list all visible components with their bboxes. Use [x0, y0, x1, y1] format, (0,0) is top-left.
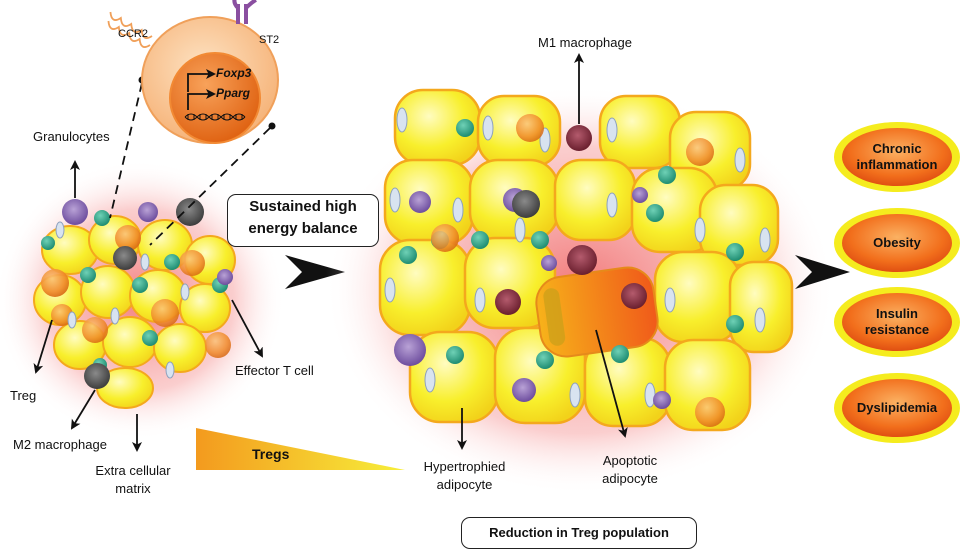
- tregs-decline-wedge: [196, 428, 405, 470]
- obese-t-cells: [399, 119, 744, 369]
- dna-helix-icon: [184, 113, 246, 121]
- outcome-chronic-inflammation: Chronic inflammation: [856, 141, 938, 172]
- sustained-energy-balance-box: Sustained high energy balance: [227, 194, 379, 247]
- outcome-insulin-resistance: Insulin resistance: [864, 306, 930, 337]
- obese-treg: [695, 397, 725, 427]
- obese-treg: [431, 224, 459, 252]
- granulocytes-label: Granulocytes: [33, 129, 110, 144]
- lean-adipocyte-nuclei: [55, 221, 190, 379]
- obese-adipocyte-nuclei: [384, 107, 771, 408]
- hypertrophied-adipocyte-label: Hypertrophied adipocyte: [423, 459, 506, 492]
- treg-cell-zoom: [107, 0, 279, 144]
- transition-arrow-2: [795, 255, 850, 289]
- outcome-badges: [834, 122, 960, 443]
- obese-treg: [686, 138, 714, 166]
- outcome-dyslipidemia: Dyslipidemia: [856, 400, 938, 415]
- extracellular-matrix-label: Extra cellular matrix: [95, 463, 171, 496]
- obese-adipocyte-grid: [378, 88, 794, 432]
- ccr2-receptor: [107, 20, 151, 48]
- apoptotic-adipocyte-graphic: [535, 266, 659, 358]
- outcome-obesity: Obesity: [873, 235, 921, 250]
- tregs-wedge-label: Tregs: [252, 446, 290, 462]
- obese-m2-macrophage: [512, 190, 540, 218]
- lean-granulocyte: [62, 199, 88, 225]
- pparg-gene-label: Pparg: [216, 86, 251, 100]
- lean-tregs: [41, 225, 231, 358]
- obese-m1-macrophages: [495, 125, 647, 315]
- treg-reduction-box: Reduction in Treg population: [461, 517, 697, 549]
- ccr2-label: CCR2: [118, 28, 148, 40]
- lean-adipose-tissue: [0, 160, 285, 440]
- m2-macrophage-label: M2 macrophage: [13, 437, 107, 452]
- obese-treg: [516, 114, 544, 142]
- treg-label: Treg: [10, 388, 37, 403]
- gene-arrows: [187, 69, 216, 110]
- foxp3-gene-label: Foxp3: [216, 66, 252, 80]
- lean-label-arrows: [33, 160, 263, 452]
- lean-granulocyte: [138, 202, 158, 222]
- obese-adipose-tissue: [325, 85, 835, 495]
- transition-arrow-1: [285, 255, 345, 289]
- st2-label: ST2: [259, 34, 280, 46]
- obese-label-arrows: [457, 53, 628, 450]
- zoom-leaders: [109, 82, 271, 246]
- effector-t-cell-label: Effector T cell: [235, 363, 314, 378]
- m1-macrophage-label: M1 macrophage: [538, 35, 632, 50]
- lean-m2-macrophages: [84, 198, 204, 389]
- apoptotic-adipocyte-label: Apoptotic adipocyte: [602, 453, 658, 486]
- lean-granulocyte: [217, 269, 233, 285]
- st2-receptor: [232, 0, 257, 24]
